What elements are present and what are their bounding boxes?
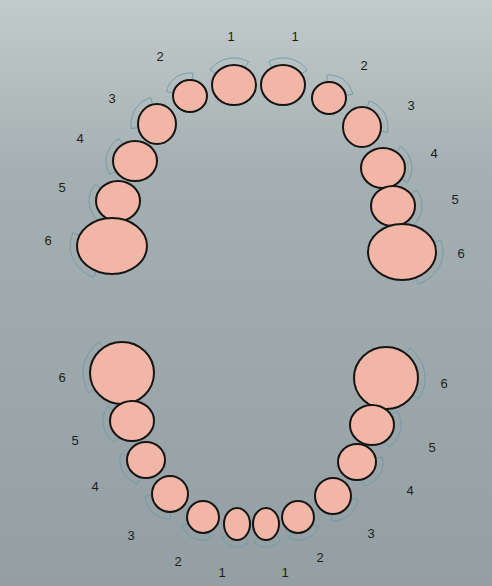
- tooth-number: 1: [291, 30, 298, 43]
- tooth-number: 2: [316, 551, 323, 564]
- tooth: [261, 65, 305, 105]
- tooth: [212, 65, 256, 105]
- tooth-number: 3: [407, 99, 414, 112]
- tooth-number: 2: [156, 50, 163, 63]
- tooth-number: 4: [91, 480, 98, 493]
- tooth: [77, 218, 147, 274]
- tooth: [187, 501, 219, 533]
- tooth: [368, 224, 436, 280]
- tooth-number: 4: [76, 132, 83, 145]
- tooth: [350, 405, 394, 445]
- tooth-number: 6: [44, 234, 51, 247]
- tooth-number: 1: [281, 566, 288, 579]
- tooth: [361, 148, 405, 188]
- tooth-number: 3: [108, 92, 115, 105]
- teeth: [77, 65, 436, 540]
- tooth: [152, 476, 188, 512]
- tooth-number: 6: [58, 371, 65, 384]
- tooth-number: 5: [451, 193, 458, 206]
- tooth: [113, 141, 157, 181]
- tooth: [96, 181, 140, 221]
- tooth: [138, 104, 176, 144]
- tooth: [338, 444, 376, 480]
- bracket-lines: [70, 58, 443, 547]
- tooth: [253, 508, 279, 540]
- tooth: [371, 186, 415, 226]
- tooth-number: 4: [430, 147, 437, 160]
- tooth-number: 1: [227, 30, 234, 43]
- tooth-number: 6: [457, 247, 464, 260]
- tooth-number: 4: [406, 484, 413, 497]
- tooth-number: 2: [174, 555, 181, 568]
- tooth-number: 3: [127, 529, 134, 542]
- tooth: [173, 80, 207, 112]
- tooth: [354, 347, 418, 409]
- tooth: [224, 508, 250, 540]
- tooth: [110, 401, 154, 441]
- tooth-number: 5: [428, 441, 435, 454]
- tooth-number: 2: [360, 59, 367, 72]
- tooth: [312, 82, 346, 114]
- tooth-number: 5: [58, 181, 65, 194]
- tooth: [282, 501, 314, 533]
- tooth: [343, 107, 381, 147]
- tooth-number: 3: [367, 527, 374, 540]
- tooth: [90, 342, 154, 404]
- tooth-number: 6: [440, 377, 447, 390]
- tooth: [315, 478, 351, 514]
- tooth-number: 1: [218, 566, 225, 579]
- tooth-number: 5: [71, 434, 78, 447]
- tooth: [127, 442, 165, 478]
